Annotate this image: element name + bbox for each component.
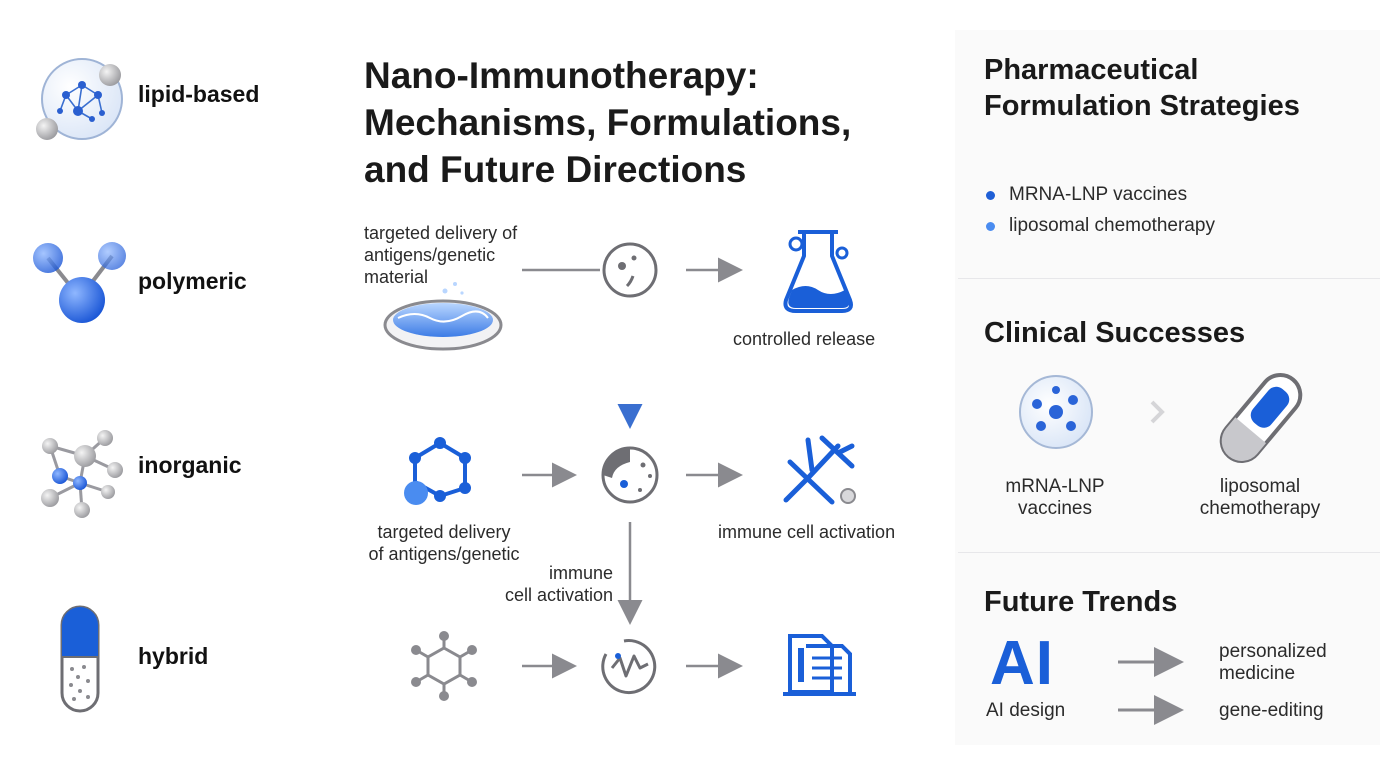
- title-line-2: Mechanisms, Formulations,: [364, 102, 852, 143]
- top-delivery-text: targeted delivery of antigens/genetic ma…: [364, 223, 518, 287]
- future-title: Future Trends: [984, 586, 1178, 618]
- type-row-lipid: lipid-based: [30, 55, 300, 145]
- immune-activation-label-lower: immune cell activation: [504, 563, 613, 605]
- controlled-release-label: controlled release: [733, 329, 876, 349]
- lnp-vaccine-icon: [1019, 375, 1093, 449]
- formulation-title: Pharmaceutical Formulation Strategies: [984, 54, 1300, 122]
- future-arrows: [1118, 647, 1184, 725]
- liposome-capsule-icon: [1219, 373, 1303, 463]
- syringe-icon: [783, 435, 856, 505]
- flask-icon: [783, 230, 853, 313]
- type-label-inorganic: inorganic: [138, 452, 242, 478]
- immune-activation-label-right: immune cell activation: [718, 522, 896, 542]
- capsule-icon: [60, 605, 100, 713]
- mechanism-diagram: [383, 230, 856, 701]
- future-outcome-1: personalized medicine: [1219, 641, 1327, 684]
- right-panel: [955, 30, 1380, 745]
- bullet-dot: [986, 221, 995, 231]
- ai-caption: AI design: [986, 700, 1066, 721]
- panel-divider: [958, 552, 1380, 553]
- type-row-polymeric: polymeric: [30, 238, 300, 328]
- molecule-network-icon: [404, 437, 471, 505]
- clinical-item-1: mRNA-LNP vaccines: [1005, 476, 1105, 519]
- formulation-item-1: MRNA-LNP vaccines: [986, 184, 1187, 206]
- hexagon-molecule-icon: [411, 631, 477, 701]
- signal-cell-icon: [601, 639, 657, 695]
- cell-icon-middle: [601, 446, 659, 504]
- ai-logo: AI: [990, 629, 1054, 698]
- page-title: Nano-Immunotherapy: Mechanisms, Formulat…: [364, 52, 924, 193]
- inorganic-cluster-icon: [41, 430, 123, 518]
- type-row-hybrid: hybrid: [30, 605, 300, 715]
- type-row-inorganic: inorganic: [30, 428, 300, 523]
- type-label-lipid: lipid-based: [138, 81, 260, 107]
- title-line-1: Nano-Immunotherapy:: [364, 55, 759, 96]
- polymer-molecule-icon: [33, 242, 126, 323]
- document-icon: [783, 634, 856, 696]
- clinical-icons: [1019, 373, 1303, 463]
- title-line-3: and Future Directions: [364, 149, 747, 190]
- clinical-title: Clinical Successes: [984, 317, 1246, 349]
- mid-delivery-text: targeted delivery of antigens/genetic: [368, 522, 520, 564]
- panel-divider: [958, 278, 1380, 279]
- petri-dish-icon: [383, 282, 503, 351]
- type-label-polymeric: polymeric: [138, 268, 247, 294]
- formulation-item-2: liposomal chemotherapy: [986, 215, 1215, 237]
- type-label-hybrid: hybrid: [138, 643, 209, 669]
- future-outcome-2: gene-editing: [1219, 700, 1324, 721]
- lipid-nanoparticle-icon: [36, 58, 123, 140]
- bullet-dot: [986, 190, 995, 200]
- cell-icon-top: [602, 242, 658, 298]
- clinical-item-2: liposomal chemotherapy: [1199, 476, 1321, 519]
